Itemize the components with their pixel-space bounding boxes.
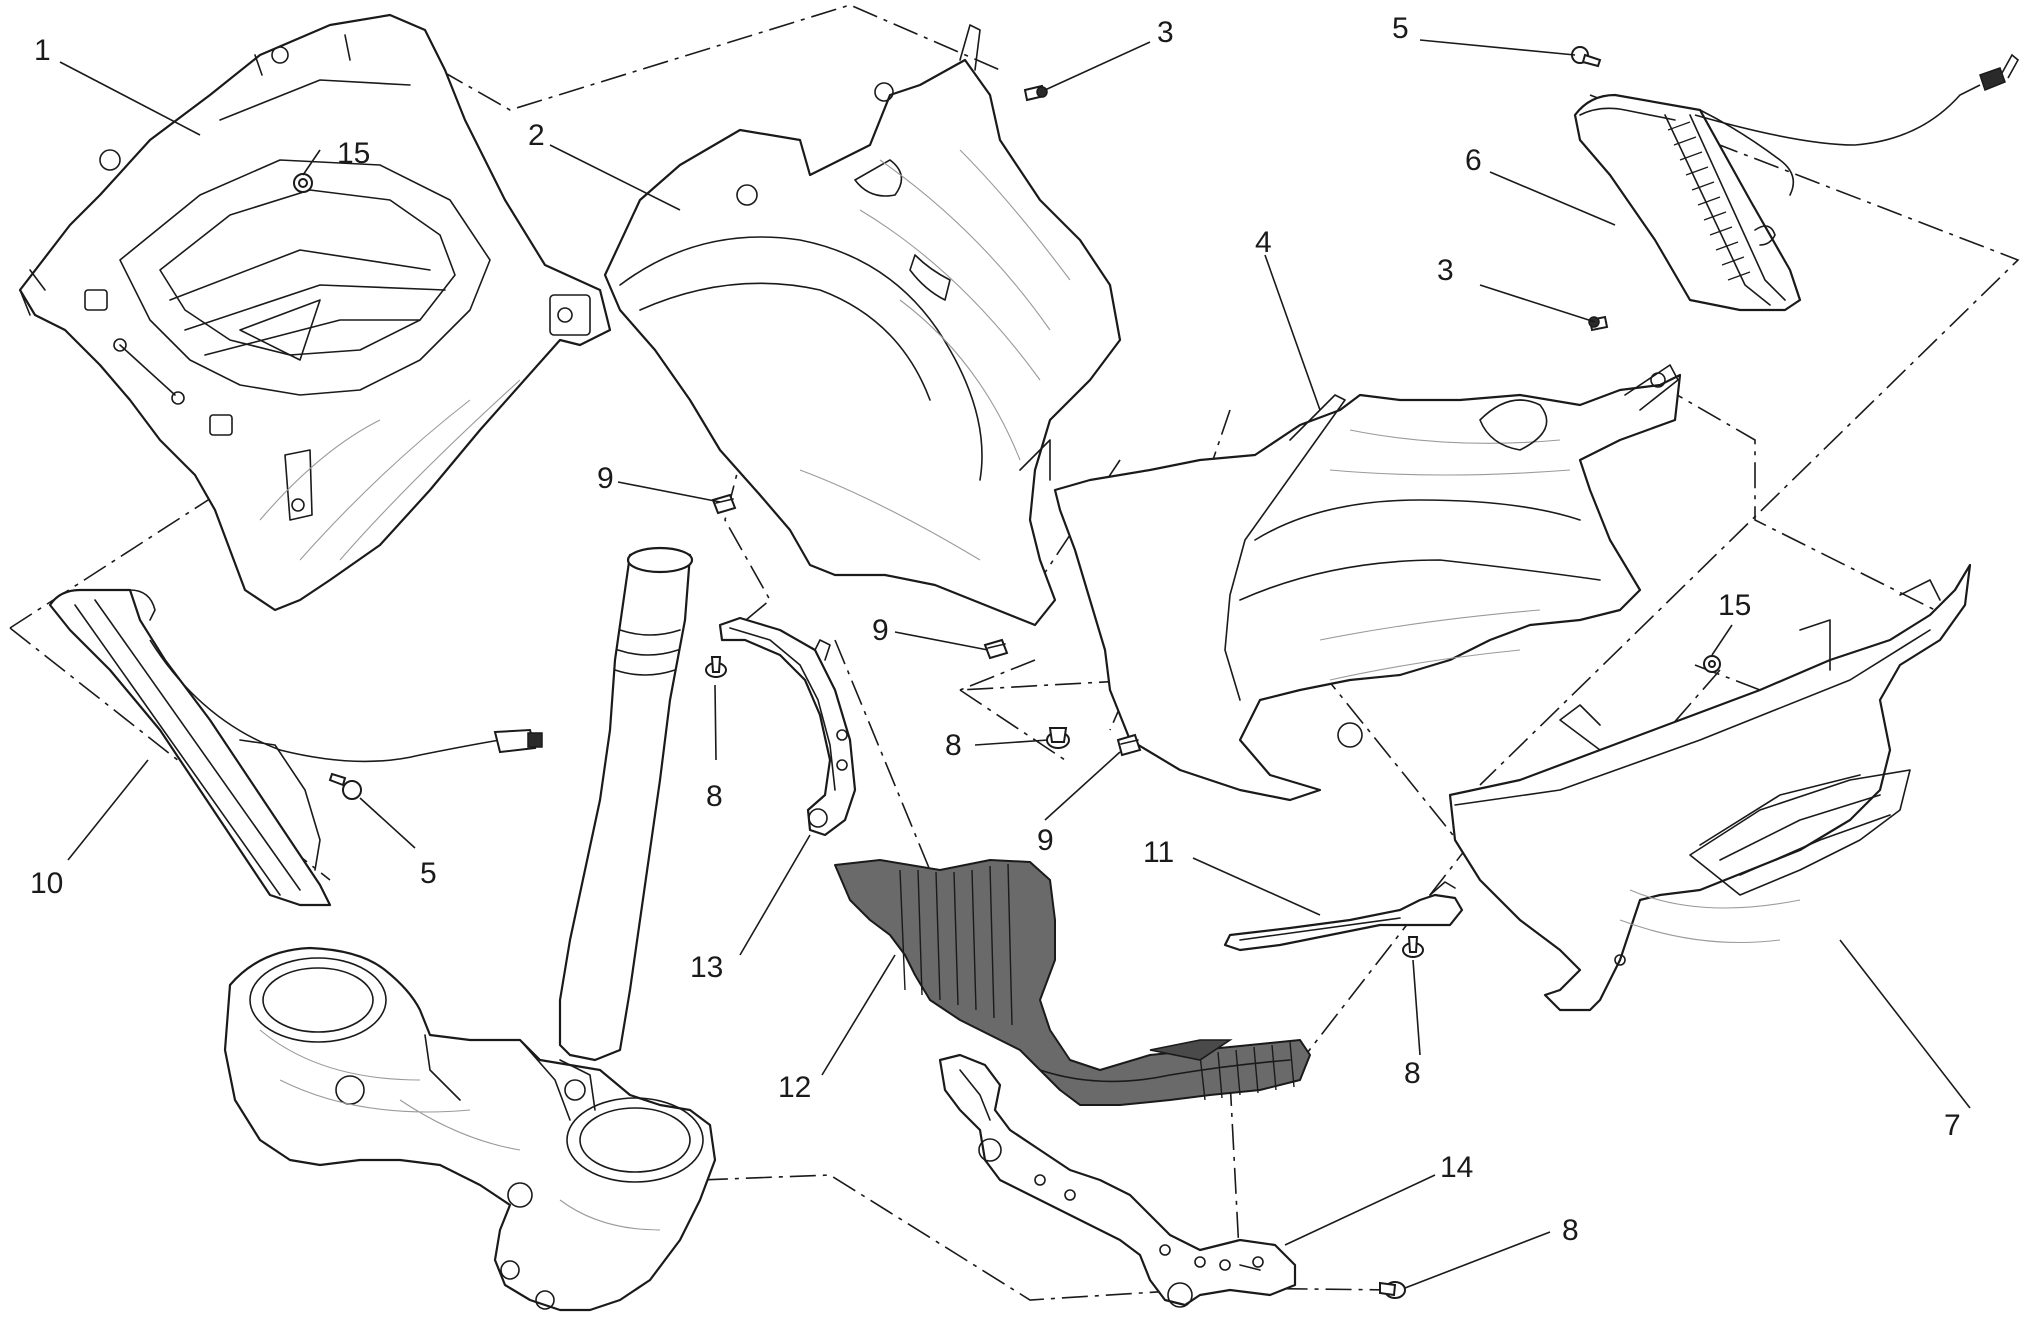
clip-9c-icon	[1116, 733, 1142, 757]
part-11-connector-rod	[1223, 881, 1464, 952]
screw-8b-icon	[1046, 727, 1070, 749]
screw-8a-icon	[705, 656, 727, 678]
callout-15: 15	[1718, 589, 1751, 622]
part-7-right-lower-panel	[1448, 563, 1972, 1012]
part-14-mounting-bracket	[938, 1053, 1297, 1308]
callout-1: 1	[34, 34, 51, 67]
callout-8: 8	[1404, 1057, 1421, 1090]
callout-11: 11	[1143, 836, 1174, 869]
part-6-right-indicator	[1573, 53, 2020, 312]
callout-9: 9	[1037, 824, 1054, 857]
steering-stem-and-triple-clamp	[223, 546, 717, 1312]
part-13-bracket	[718, 616, 857, 837]
screw-8d-icon	[1379, 1281, 1406, 1299]
clip-9a-icon	[711, 493, 737, 515]
callout-8: 8	[945, 729, 962, 762]
callout-8: 8	[706, 780, 723, 813]
callout-14: 14	[1440, 1151, 1473, 1184]
callout-6: 6	[1465, 144, 1482, 177]
callout-labels: 1 15 2 3 5 6 4 3 9 9 8 8 9 15 10 5 11 13…	[30, 12, 1961, 1247]
callout-13: 13	[690, 951, 723, 984]
screw-8c-icon	[1402, 936, 1424, 958]
callout-5: 5	[420, 857, 437, 890]
part-10-left-indicator	[48, 588, 543, 907]
clip-9b-icon	[983, 638, 1009, 660]
screw-5b-icon	[328, 772, 362, 800]
part-2-center-inner-fairing	[603, 24, 1122, 627]
screw-3b-icon	[1588, 315, 1609, 332]
screw-5a-icon	[1571, 46, 1602, 68]
callout-10: 10	[30, 867, 63, 900]
callout-5: 5	[1392, 12, 1409, 45]
callout-3: 3	[1437, 254, 1454, 287]
callout-2: 2	[528, 119, 545, 152]
callout-12: 12	[778, 1071, 811, 1104]
callout-7: 7	[1944, 1109, 1961, 1142]
callout-8: 8	[1562, 1214, 1579, 1247]
washer-15a-icon	[293, 173, 313, 193]
callout-3: 3	[1157, 16, 1174, 49]
part-1-left-inner-panel	[18, 13, 612, 612]
part-4-right-inner-fairing	[1053, 364, 1682, 802]
washer-15b-icon	[1703, 655, 1721, 673]
callout-4: 4	[1255, 226, 1272, 259]
callout-9: 9	[872, 614, 889, 647]
leader-lines	[59, 39, 1971, 1289]
hardware	[293, 46, 1721, 1299]
callout-9: 9	[597, 462, 614, 495]
callout-15: 15	[337, 137, 370, 170]
part-12-air-duct	[834, 859, 1311, 1106]
screw-3a-icon	[1023, 84, 1048, 102]
